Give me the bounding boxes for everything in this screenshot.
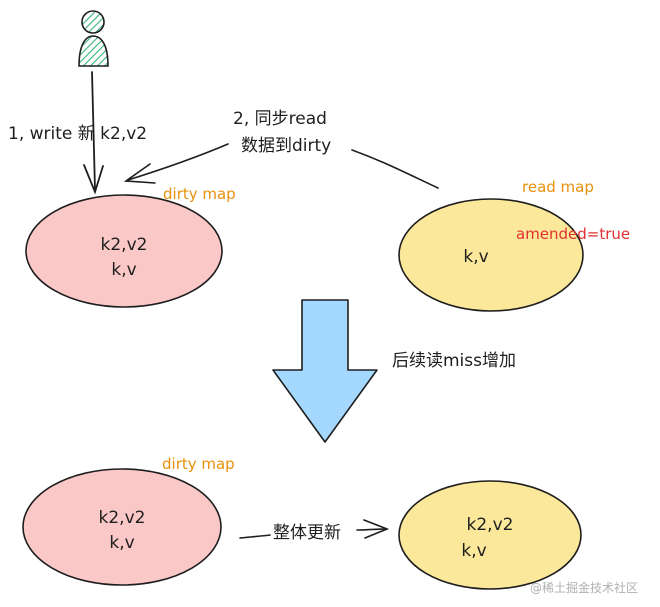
top-dirty-ellipse (25, 194, 223, 308)
promote-label: 整体更新 (273, 523, 341, 543)
write-arrow (83, 71, 104, 195)
promote-arrow (239, 519, 390, 539)
bottom-dirty-ellipse (22, 468, 222, 586)
bottom-dirty-title: dirty map (162, 455, 235, 473)
bottom-read-entry-2: k,v (461, 541, 486, 561)
top-dirty-entry-2: k,v (111, 260, 136, 280)
watermark: @稀土掘金技术社区 (530, 580, 638, 595)
transition-label: 后续读miss增加 (392, 351, 516, 371)
bottom-dirty-entry-1: k2,v2 (99, 508, 146, 528)
top-read-ellipse (398, 198, 584, 312)
top-read-entry-1: k,v (463, 247, 488, 267)
top-dirty-entry-1: k2,v2 (101, 235, 148, 255)
top-dirty-title: dirty map (163, 185, 236, 203)
step2-label-line2: 数据到dirty (241, 136, 331, 156)
step2-label-line1: 2, 同步read (233, 109, 327, 129)
user-icon (78, 10, 109, 67)
amended-flag: amended=true (516, 225, 630, 243)
bottom-read-ellipse (398, 480, 582, 590)
sync-arrow (123, 143, 439, 189)
big-down-arrow (272, 299, 378, 443)
top-read-title: read map (522, 178, 594, 196)
bottom-read-entry-1: k2,v2 (467, 515, 514, 535)
bottom-dirty-entry-2: k,v (109, 533, 134, 553)
step1-label: 1, write 新 k2,v2 (8, 124, 147, 144)
